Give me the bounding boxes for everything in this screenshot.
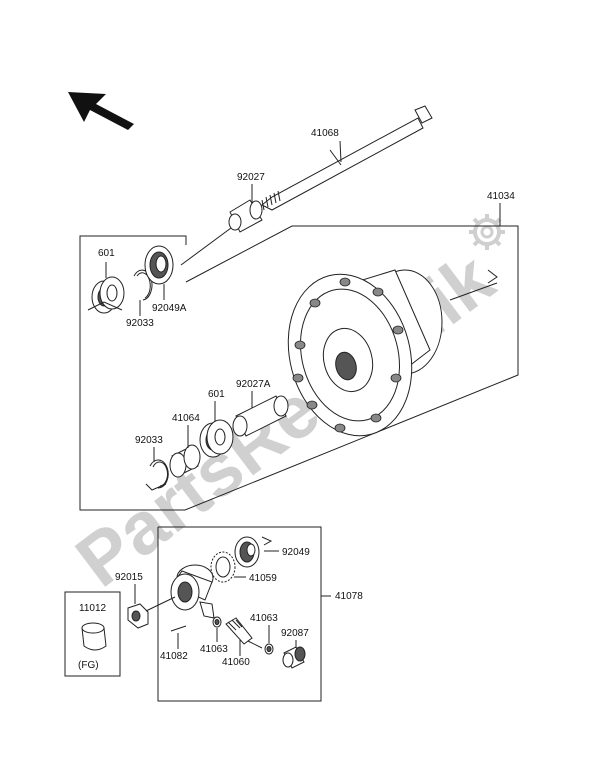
speedo-housing	[170, 564, 215, 619]
label-bushing: 92087	[281, 628, 309, 639]
label-collar-spacer: 92027A	[236, 379, 271, 390]
gear-icon	[469, 214, 505, 250]
speedo-seal-arrow	[261, 536, 273, 546]
hub-group-outline	[79, 225, 519, 511]
seal-left	[169, 444, 201, 478]
label-pinion: 41060	[222, 657, 250, 668]
bushing	[282, 646, 306, 669]
label-washer-b: 41063	[250, 613, 278, 624]
bearing-left	[199, 419, 234, 458]
seal-right	[144, 245, 174, 285]
label-circlip-left: 92033	[135, 435, 163, 446]
wheel-hub	[287, 269, 498, 437]
label-cap-note: (FG)	[78, 660, 99, 671]
speedo-gear	[210, 551, 236, 583]
leader-bearing-right-tick	[87, 301, 123, 311]
label-seal-left: 41064	[172, 413, 200, 424]
collar-top	[228, 199, 263, 233]
washer-a	[212, 616, 222, 628]
label-cap: 11012	[79, 603, 107, 614]
label-wheel-hub: 41034	[487, 191, 515, 202]
label-speedo-seal: 92049	[282, 547, 310, 558]
cap	[81, 622, 107, 651]
axle	[261, 105, 433, 211]
cap-box	[64, 591, 121, 677]
label-axle: 41068	[311, 128, 339, 139]
washer-b	[264, 643, 274, 655]
leader-axle-extension	[180, 227, 232, 266]
label-speedo-assy: 41078	[335, 591, 363, 602]
label-circlip-right: 92033	[126, 318, 154, 329]
bearing-right	[91, 276, 125, 314]
speedo-group-outline	[157, 526, 322, 702]
label-axle-nut: 92015	[115, 572, 143, 583]
arrow-icon	[68, 92, 134, 130]
speedo-seal	[234, 536, 260, 568]
leader-axle-to-housing	[145, 596, 176, 612]
collar-spacer	[232, 395, 289, 437]
leader-axle	[339, 140, 342, 163]
axle-nut	[127, 603, 149, 629]
pinion	[225, 617, 263, 649]
label-seal-right: 92049A	[152, 303, 187, 314]
label-bearing-left: 601	[208, 389, 225, 400]
label-speedo-gear: 41059	[249, 573, 277, 584]
label-bearing-right: 601	[98, 248, 115, 259]
label-collar-top: 92027	[237, 172, 265, 183]
label-washer-a: 41063	[200, 644, 228, 655]
pin	[170, 625, 187, 632]
label-pin: 41082	[160, 651, 188, 662]
